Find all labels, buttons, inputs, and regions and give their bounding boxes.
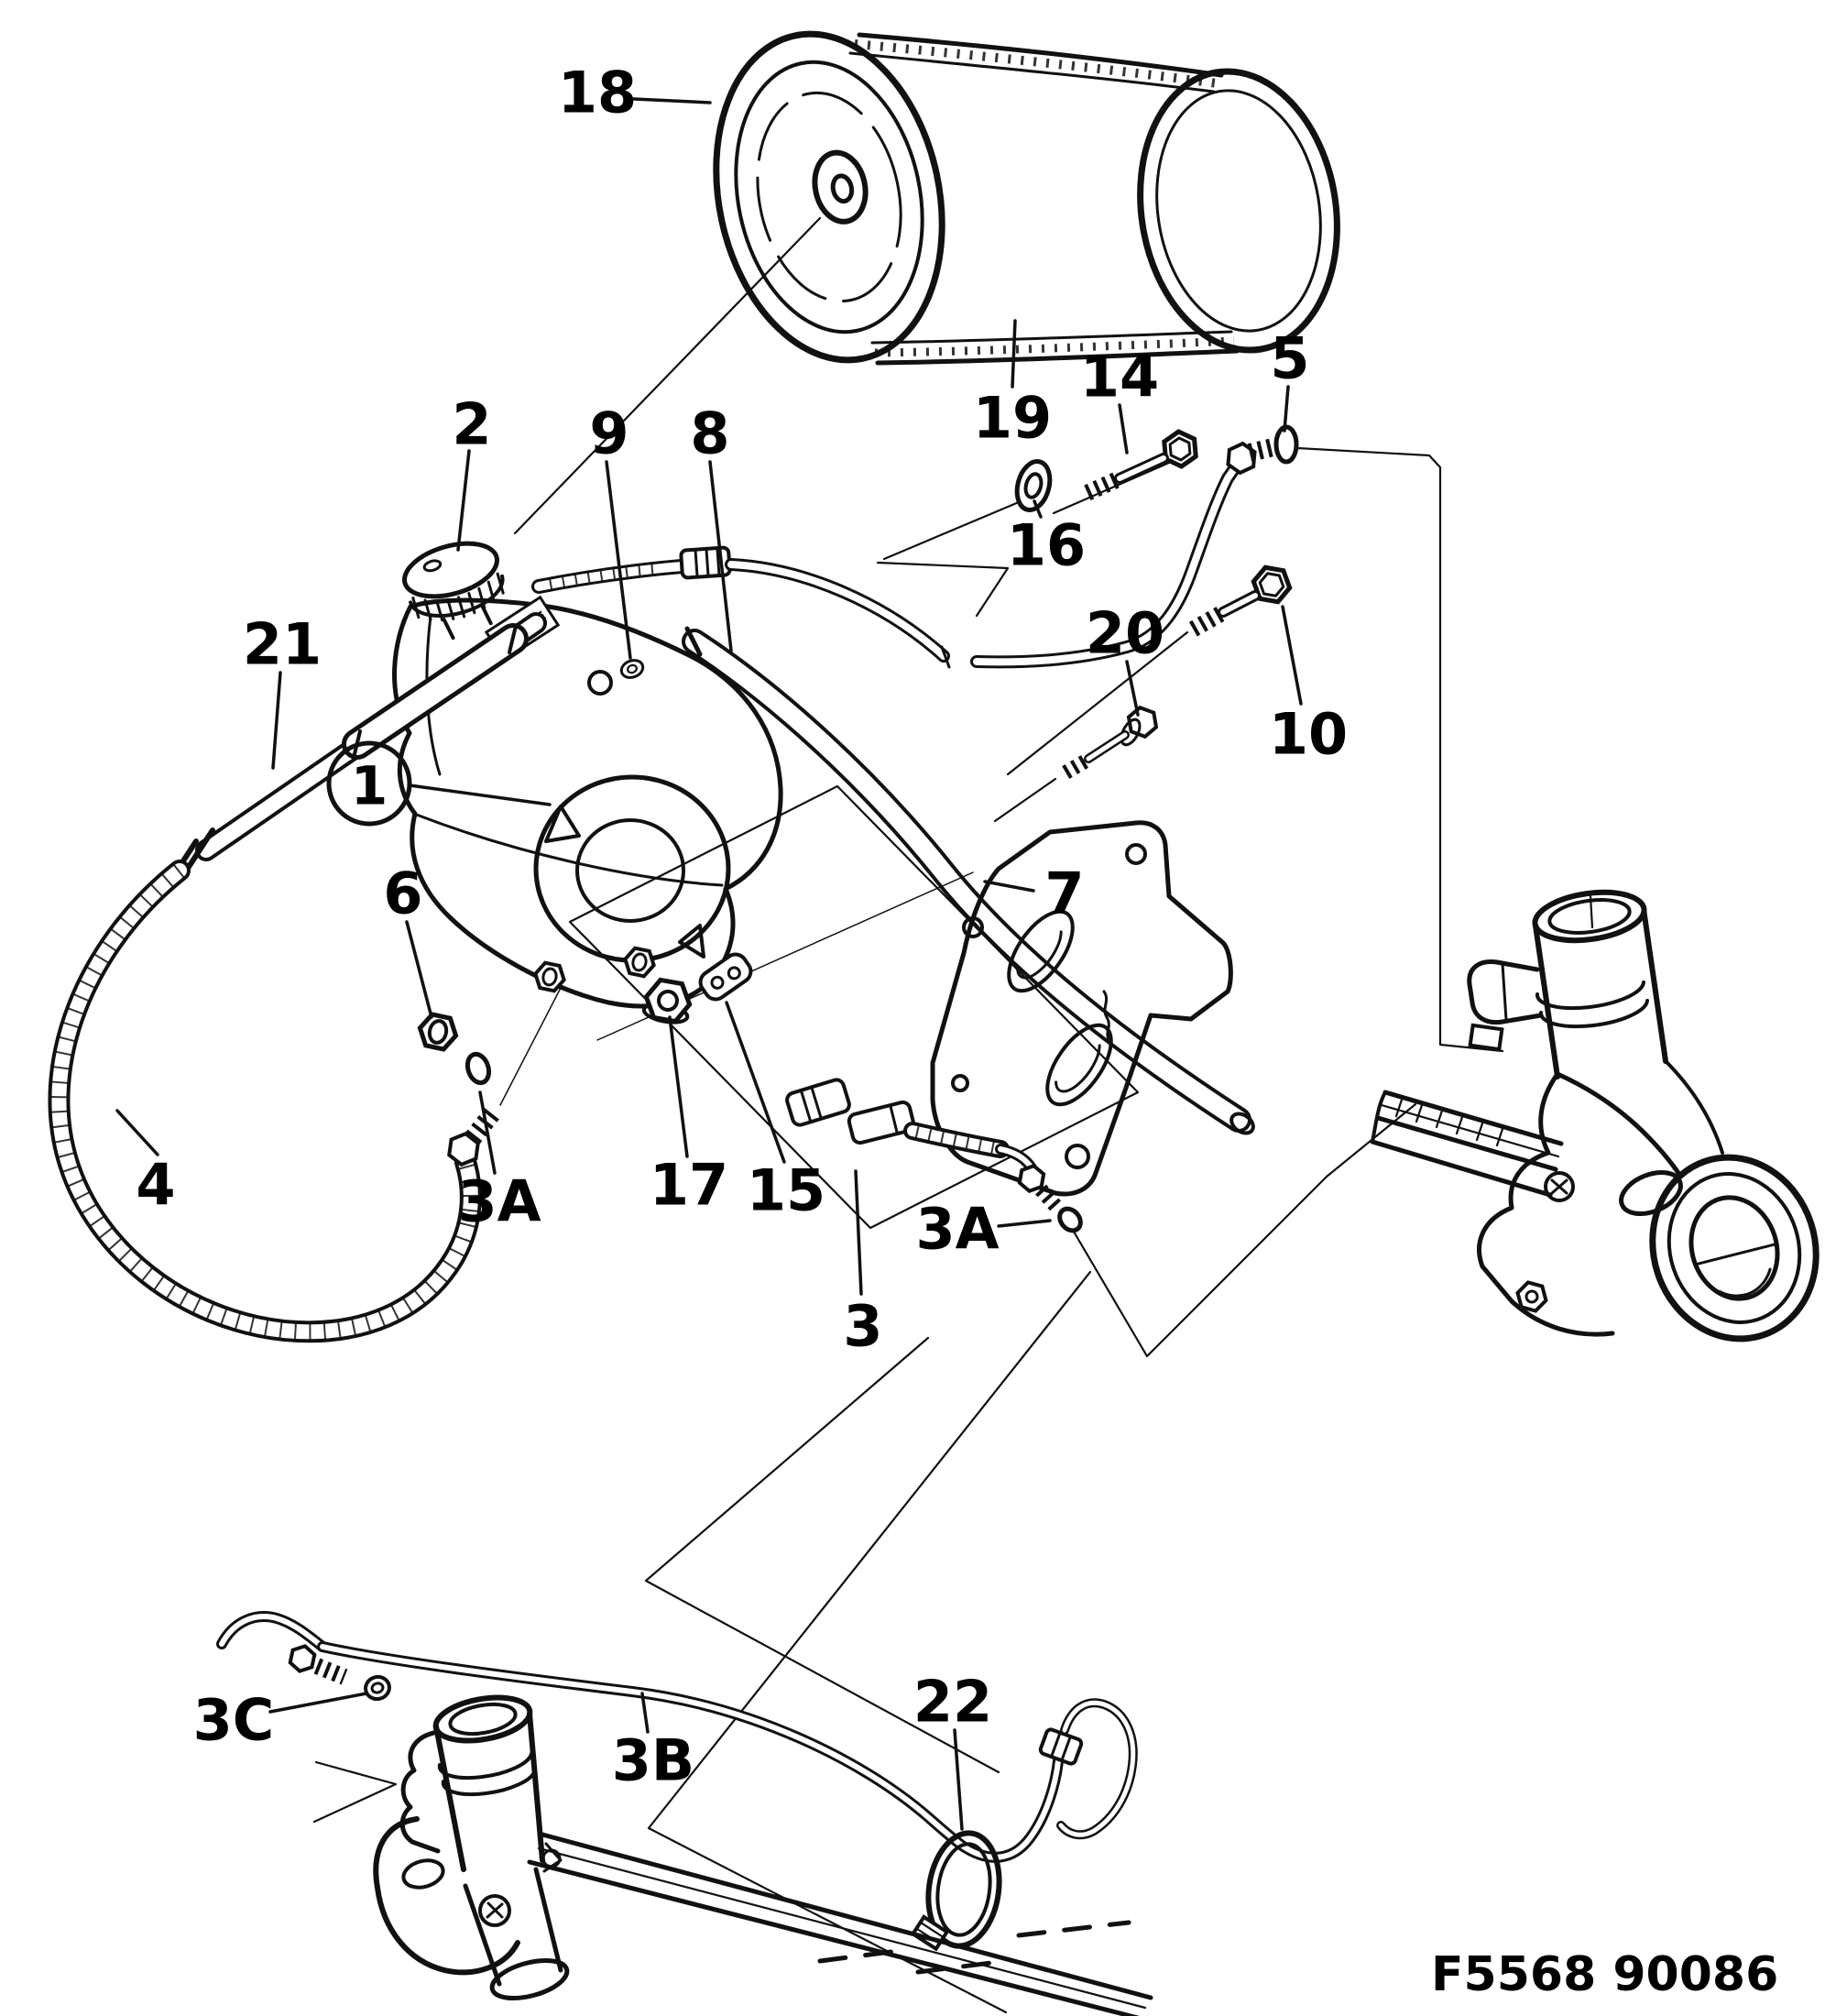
part-label-10: 10 [1269,700,1348,767]
u-hose-fitting [447,1131,480,1167]
reservoir-cap-illustration [402,541,505,641]
part-label-7: 7 [1044,860,1084,926]
hose-3-illustration [785,1078,1083,1233]
pressure-pipe-illustration [531,424,1299,669]
part-label-18: 18 [558,59,637,126]
figure-code: F5568 90086 [1431,1947,1778,2002]
bracket-7-illustration [930,820,1233,1197]
bolt-10-illustration [1006,564,1293,776]
part-label-circle-1 [326,740,412,827]
part-label-3: 3 [843,1292,882,1359]
nut-6 [417,1012,459,1052]
part-label-3A-right: 3A [915,1195,999,1262]
o-ring-3a-right [1057,1206,1083,1233]
washer-9 [619,659,645,679]
washer-3c [364,1674,391,1702]
pulley-to-pump-projection-line [513,216,822,535]
part-label-20: 20 [1086,599,1164,666]
steering-gear-left-illustration [373,1694,1153,2016]
pipe-union-hex [1226,441,1257,476]
part-label-3C: 3C [193,1686,275,1753]
part-label-6: 6 [383,860,422,926]
pump-port-fasteners [417,987,562,1106]
part-label-21: 21 [243,610,322,677]
o-ring-3a-left [464,1051,492,1086]
part-label-16: 16 [1007,511,1086,578]
part-label-5: 5 [1270,324,1309,391]
bolt-20-illustration [993,705,1159,823]
bolt-14-illustration [882,429,1198,561]
plate-15 [698,952,753,1002]
return-hose-illustration [48,612,547,1343]
part-label-2: 2 [452,390,491,457]
part-label-4: 4 [136,1151,175,1218]
part-label-1: 1 [351,754,388,816]
o-ring-5 [1273,424,1299,465]
part-label-19: 19 [973,384,1052,451]
nut-17-plate-15 [596,871,974,1041]
part-label-15: 15 [747,1156,825,1223]
part-label-14: 14 [1080,343,1159,410]
part-label-22: 22 [913,1668,992,1735]
pipe-union-3b [1038,1727,1084,1766]
part-label-3A-left: 3A [457,1167,541,1234]
pump-stud-nut-a [533,960,566,993]
pulley-illustration [513,30,945,535]
nut-17 [641,977,693,1024]
part-label-9: 9 [589,400,628,466]
steering-gear-right-illustration [1370,889,1820,1342]
curved-bracket-illustration [682,626,1255,1135]
label-leader-lines [115,97,1303,1831]
part-label-8: 8 [690,400,729,466]
washer-16 [1014,459,1053,512]
part-label-3B: 3B [612,1726,694,1793]
part-label-17: 17 [650,1151,728,1218]
gear-barrel [1649,1154,1820,1342]
pump-stud-nut-b [623,946,656,979]
drive-belt-illustration [848,32,1340,366]
bottom-pipe-illustration [216,1611,1138,1975]
